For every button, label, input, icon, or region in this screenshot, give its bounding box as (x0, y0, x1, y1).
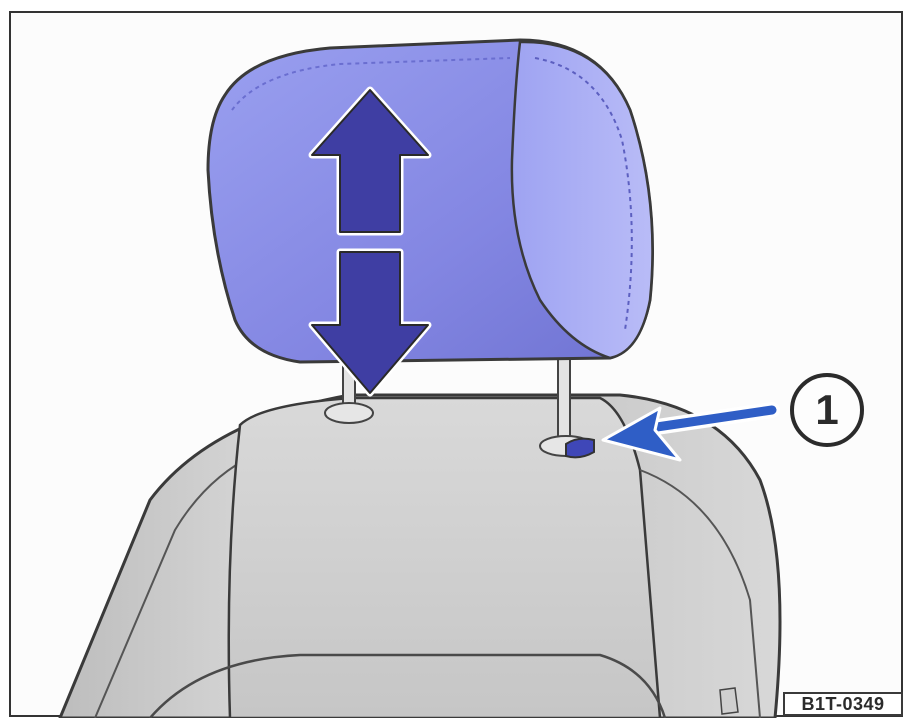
seat-center-panel (229, 398, 660, 718)
release-button (566, 439, 594, 458)
headrest-cushion (208, 40, 653, 362)
figure-code-label: B1T-0349 (783, 692, 903, 716)
callout-label-1: 1 (790, 373, 864, 447)
